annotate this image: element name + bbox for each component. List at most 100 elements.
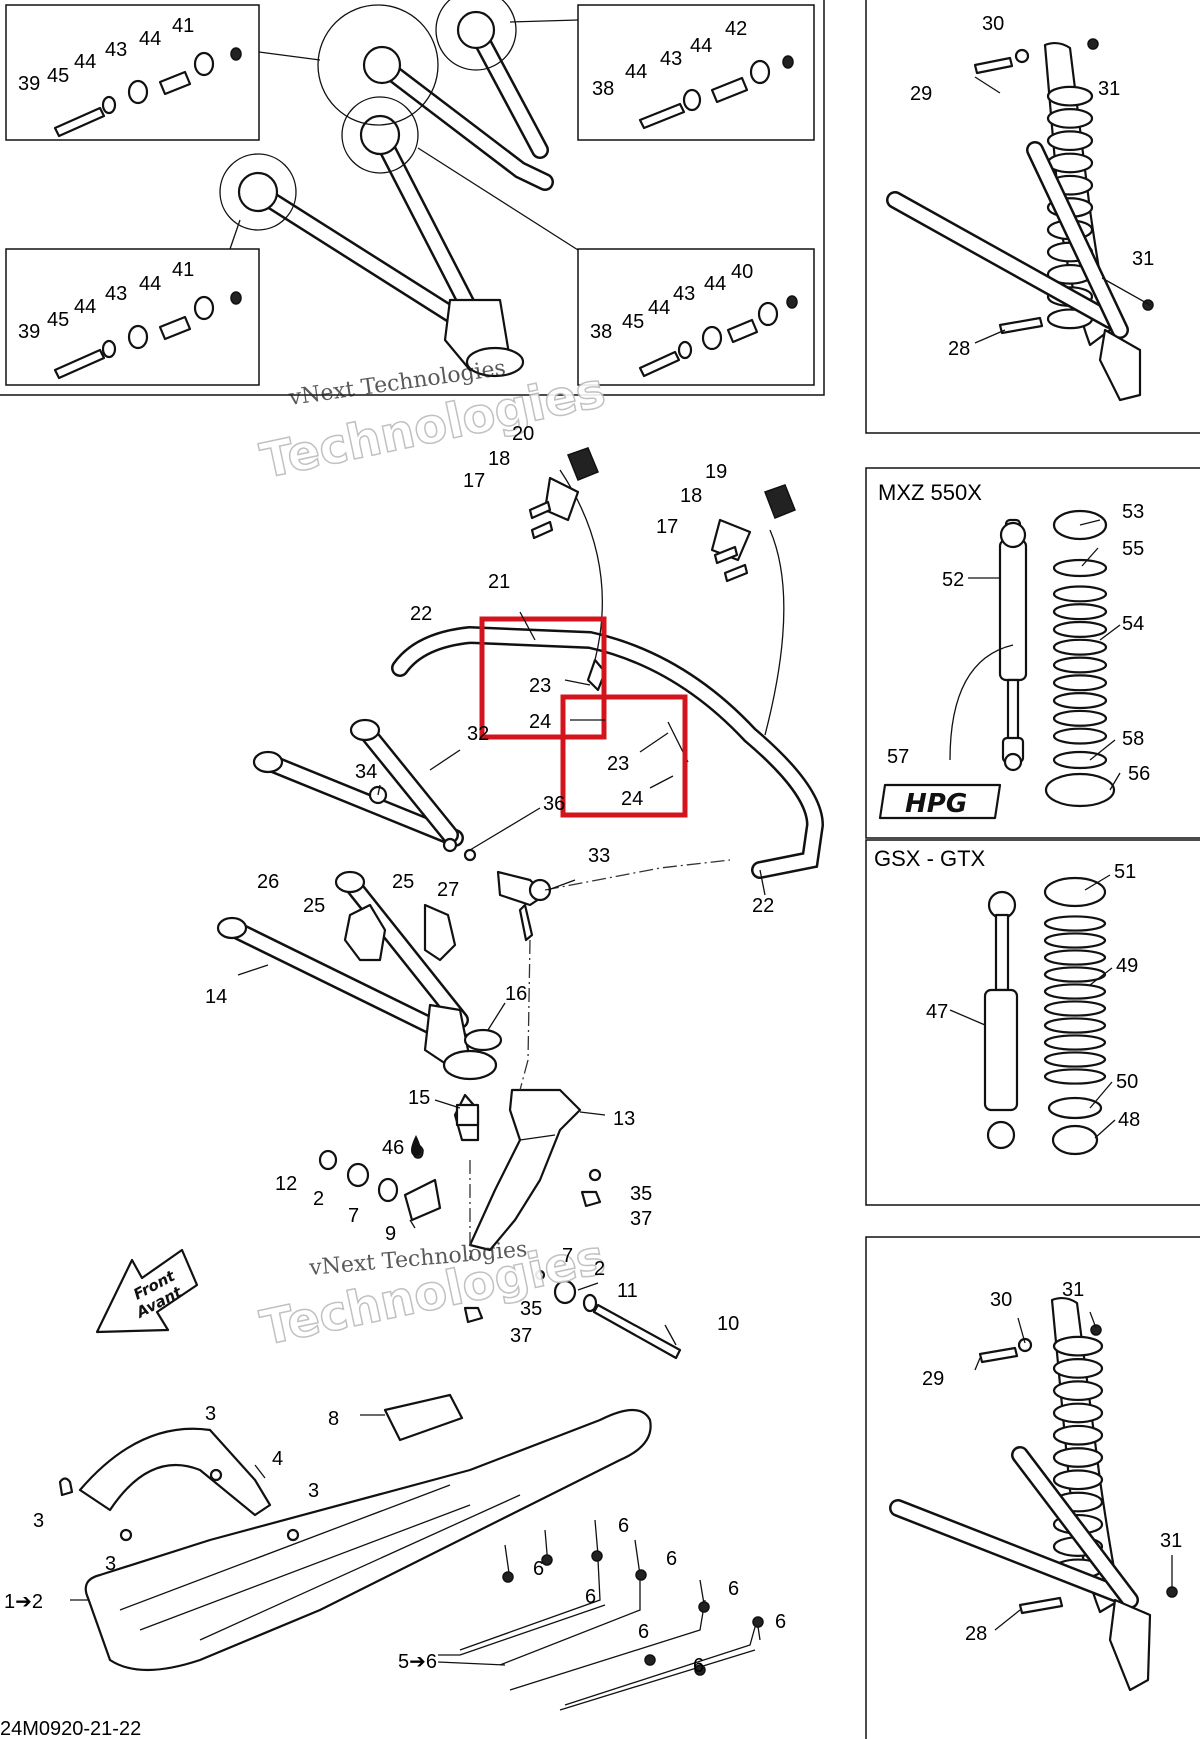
bottom-shock-coil-turn (1052, 1380, 1104, 1402)
callout-c43a: 43 (105, 39, 127, 61)
callout-c7a: 7 (348, 1205, 359, 1227)
callout-c31d: 31 (1160, 1530, 1182, 1552)
callout-c14: 14 (205, 986, 227, 1008)
callout-c44c: 44 (625, 61, 647, 83)
bushing-kit-top-right (638, 55, 794, 130)
callout-c3c: 3 (33, 1510, 44, 1532)
spindle (453, 939, 582, 1260)
top-shock-coil-turn (1046, 130, 1094, 152)
mxz-spring-coil-turn (1052, 585, 1108, 603)
callout-c24b: 24 (621, 788, 643, 810)
callout-c44d: 44 (690, 35, 712, 57)
callout-c57: 57 (887, 746, 909, 768)
hpg-logo-text: HPG (905, 789, 967, 819)
bottom-shock-coil-turn (1052, 1358, 1104, 1379)
callout-c55: 55 (1122, 538, 1144, 560)
bushing-inset-bottom-right (577, 248, 815, 386)
gsx-spring-coil-turn (1043, 966, 1107, 983)
callout-c21: 21 (488, 571, 510, 593)
callout-c49: 49 (1116, 955, 1138, 977)
callout-c45a: 45 (47, 65, 69, 87)
callout-c43c: 43 (105, 283, 127, 305)
callout-c45b: 45 (47, 309, 69, 331)
bottom-shock-coil-turn (1052, 1424, 1104, 1446)
callout-c44b: 44 (139, 28, 161, 50)
lubricant-callout: 46 (382, 1137, 404, 1159)
callout-c18a: 18 (488, 448, 510, 470)
mxz-panel-title: MXZ 550X (878, 480, 982, 505)
callout-c6f: 6 (638, 1621, 649, 1643)
callout-c11: 11 (617, 1280, 638, 1302)
gsx-spring-stack (1043, 876, 1107, 1156)
gsx-gtx-panel (865, 839, 1200, 1206)
callout-c27: 27 (437, 879, 459, 901)
callout-c7b: 7 (562, 1245, 573, 1267)
gsx-spring-coil-turn (1043, 983, 1107, 1000)
bottom-shock-coil-turn (1052, 1402, 1104, 1424)
callout-c22b: 22 (752, 895, 774, 917)
leader-lines (70, 76, 1173, 1666)
callout-c26: 26 (257, 871, 279, 893)
callout-c43d: 43 (673, 283, 695, 305)
bottom-shock-coil-turn (1052, 1335, 1104, 1357)
hpg-logo: HPG (878, 783, 1002, 820)
upper-a-arm-illustration (219, 0, 579, 378)
callout-c29b: 29 (922, 1368, 944, 1390)
callout-c23a: 23 (529, 675, 551, 697)
callout-c28b: 28 (965, 1623, 987, 1645)
highlight-box-lower (560, 694, 688, 818)
bushing-inset-top-right (577, 4, 815, 141)
callout-c31a: 31 (1098, 78, 1120, 100)
tie-rod (496, 859, 731, 942)
callout-c10: 10 (717, 1313, 739, 1335)
callout-c6g: 6 (775, 1611, 786, 1633)
callout-c39b: 39 (18, 321, 40, 343)
gsx-spring-coil-turn (1043, 1034, 1107, 1051)
shock-assembly-top (886, 38, 1154, 402)
callout-c6c: 6 (533, 1558, 544, 1580)
callout-c51: 51 (1114, 861, 1136, 883)
ski (58, 1393, 652, 1672)
callout-c30b: 30 (990, 1289, 1012, 1311)
callout-c35a: 35 (630, 1183, 652, 1205)
top-shock-coil-turn (1046, 85, 1094, 107)
bushing-inset-bottom-left (5, 248, 260, 386)
callout-c38b: 38 (590, 321, 612, 343)
callout-c34: 34 (355, 761, 377, 783)
highlight-box-upper (479, 616, 607, 740)
callout-c39a: 39 (18, 73, 40, 95)
callout-c30a: 30 (982, 13, 1004, 35)
mxz-spring-coil (1052, 585, 1108, 745)
bushing-inset-top-left (5, 4, 260, 141)
callout-c45c: 45 (622, 311, 644, 333)
swaybar-assembly (391, 447, 825, 879)
gsx-spring-coil-turn (1043, 1068, 1107, 1085)
bottom-shock-coil-turn (1052, 1447, 1104, 1468)
callout-c36: 36 (543, 793, 565, 815)
callout-c4: 4 (272, 1448, 283, 1470)
callout-c44f: 44 (139, 273, 161, 295)
callout-c44h: 44 (704, 273, 726, 295)
callout-c8: 8 (328, 1408, 339, 1430)
bushing-kit-top-left (53, 47, 242, 138)
callout-c44e: 44 (74, 296, 96, 318)
upper-a-arm-frame (0, 0, 825, 396)
callout-c20: 20 (512, 423, 534, 445)
lower-a-arm (252, 718, 477, 862)
gsx-spring-coil (1043, 915, 1107, 1085)
callout-c19: 19 (705, 461, 727, 483)
callout-c41b: 41 (172, 259, 194, 281)
mxz-spring-coil-turn (1052, 709, 1108, 727)
callout-c54: 54 (1122, 613, 1144, 635)
callout-c32: 32 (467, 723, 489, 745)
callout-c6d: 6 (585, 1586, 596, 1608)
callout-c35b: 35 (520, 1298, 542, 1320)
callout-c3b: 3 (308, 1480, 319, 1502)
front-direction-arrow: Front Avant (95, 1248, 199, 1334)
callout-c38a: 38 (592, 78, 614, 100)
gsx-spring-coil-turn (1043, 1017, 1107, 1034)
callout-c2a: 2 (313, 1188, 324, 1210)
callout-c37b: 37 (510, 1325, 532, 1347)
callout-c12: 12 (275, 1173, 297, 1195)
